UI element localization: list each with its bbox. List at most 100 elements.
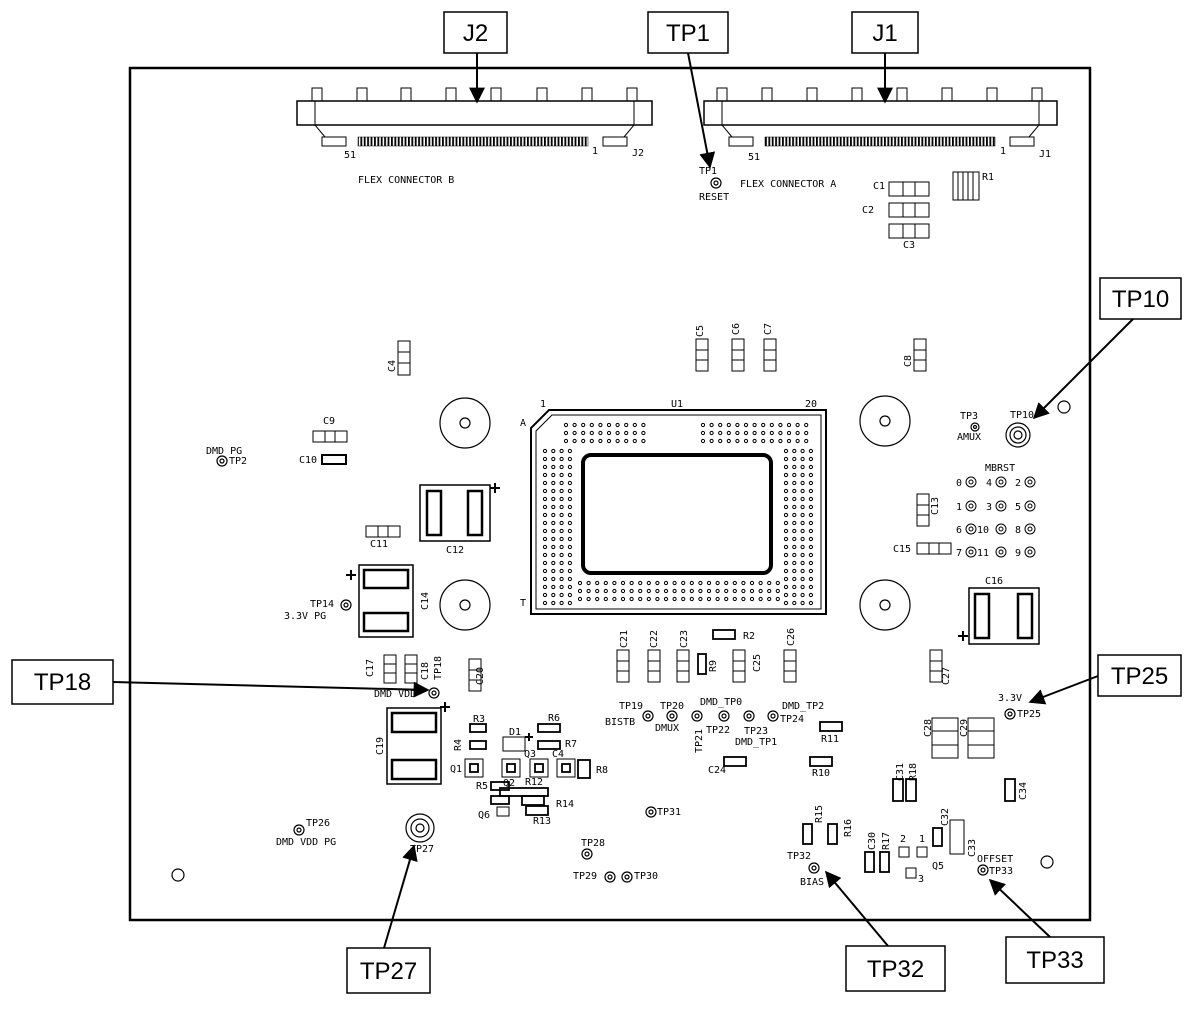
callout-j2: J2	[443, 11, 508, 104]
dmd-ball	[706, 580, 712, 586]
flex-connector-b-label: FLEX CONNECTOR B	[358, 175, 454, 186]
silk-label-c12: C12	[446, 545, 464, 556]
callout-tp10-label: TP10	[1112, 286, 1169, 313]
silk-label-c9: C9	[323, 416, 335, 427]
dmd-ball	[808, 576, 814, 582]
dmd-ball	[672, 588, 677, 594]
dmd-ball	[551, 536, 556, 542]
callout-tp32-label: TP32	[867, 956, 924, 983]
dmd-ball	[718, 422, 723, 428]
silk-label-c15: C15	[893, 544, 911, 555]
dmd-ball	[709, 438, 714, 444]
dmd-ball	[752, 430, 757, 436]
callout-tp18: TP18	[11, 659, 430, 705]
dmd-ball	[800, 600, 805, 606]
dmd-ball	[567, 488, 573, 494]
dmd-ball	[551, 448, 556, 454]
silk-label-c13: C13	[930, 497, 941, 515]
mbrst-testpoint-11	[995, 546, 1007, 558]
dmd-ball	[681, 596, 686, 602]
mbrst-testpoint-11	[998, 549, 1004, 555]
dmd-ball	[567, 496, 573, 502]
silk-label-r16: R16	[843, 819, 854, 837]
dmd-ball	[567, 584, 573, 590]
dmd-ball	[589, 430, 594, 436]
silk-label-d1: D1	[509, 727, 521, 738]
j2-pin-1-label: 1	[592, 146, 598, 157]
silk-label-c4: C4	[387, 360, 398, 372]
mbrst-label-4: 4	[986, 478, 992, 489]
dmd-ball	[559, 464, 564, 470]
dmd-ball	[567, 480, 573, 486]
silk-label-tp2: TP2	[229, 456, 247, 467]
decoupling-caps	[312, 338, 1040, 879]
mbrst-testpoint-5	[1024, 500, 1036, 512]
dmd-ball	[792, 600, 797, 606]
dmd-ball	[792, 456, 797, 462]
silk-label-r2: R2	[743, 631, 755, 642]
silk-label-pg33: 3.3V PG	[284, 611, 326, 622]
dmd-ball	[551, 592, 556, 598]
callout-tp33: TP33	[988, 878, 1105, 984]
silk-label-c27: C27	[941, 667, 952, 685]
dmd-ball	[606, 430, 612, 436]
dmd-ball	[775, 596, 780, 602]
dmd-ball	[559, 568, 564, 574]
callout-tp32: TP32	[824, 870, 946, 992]
silk-label-r11: R11	[821, 734, 839, 745]
dmd-ball	[542, 488, 548, 494]
dmd-ball	[783, 584, 789, 590]
dmd-ball	[786, 430, 792, 436]
silk-label-tp24: TP24	[780, 714, 804, 725]
mbrst-testpoint-6	[965, 523, 977, 535]
dmd-ball	[559, 584, 564, 590]
mounting-holes	[439, 395, 911, 631]
dmd-ball	[752, 438, 757, 444]
dmd-ball	[698, 596, 703, 602]
silk-label-tp26: TP26	[306, 818, 330, 829]
mbrst-testpoint-5	[1027, 503, 1033, 509]
dmd-ball	[629, 588, 634, 594]
mbrst-testpoint-4	[998, 479, 1004, 485]
dmd-ball	[542, 600, 548, 606]
dmd-ball	[724, 596, 729, 602]
dmd-ball	[551, 472, 556, 478]
dmd-ball	[542, 456, 548, 462]
flex-connector-b	[296, 87, 653, 147]
silk-label-c14: C14	[420, 592, 431, 610]
dmd-ball	[589, 422, 594, 428]
dmd-ball	[641, 438, 646, 444]
dmd-ball	[786, 422, 792, 428]
dmd-ball	[749, 588, 755, 594]
mbrst-label-9: 9	[1015, 548, 1021, 559]
silk-label-tp3: TP3	[960, 411, 978, 422]
dmd-ball	[603, 588, 608, 594]
dmd-ball	[689, 596, 694, 602]
dmd-ball	[800, 520, 805, 526]
dmd-ball	[598, 422, 603, 428]
dmd-ball	[595, 588, 600, 594]
silk-label-c5: C5	[695, 325, 706, 337]
dmd-ball	[808, 456, 814, 462]
dmd-ball	[542, 584, 548, 590]
silk-label-c31: C31	[895, 763, 906, 781]
silk-label-r15: R15	[814, 805, 825, 823]
silk-label-dmdtp0: DMD_TP0	[700, 697, 742, 708]
dmd-ball	[800, 464, 805, 470]
silk-label-r9: R9	[708, 660, 719, 672]
silk-label-c10: C10	[299, 455, 317, 466]
dmd-ball	[603, 580, 608, 586]
silk-label-c7: C7	[763, 323, 774, 335]
dmd-ball	[567, 552, 573, 558]
silk-label-q2: Q2	[503, 778, 515, 789]
test-points	[171, 177, 1071, 883]
dmd-ball	[783, 544, 789, 550]
silk-label-c1: C1	[873, 181, 885, 192]
dmd-ball	[761, 430, 766, 436]
dmd-ball	[808, 552, 814, 558]
dmd-ball	[589, 438, 594, 444]
dmd-ball	[551, 512, 556, 518]
silk-label-tp22: TP22	[706, 725, 730, 736]
dmd-ball	[800, 552, 805, 558]
callout-j2-label: J2	[463, 20, 488, 47]
